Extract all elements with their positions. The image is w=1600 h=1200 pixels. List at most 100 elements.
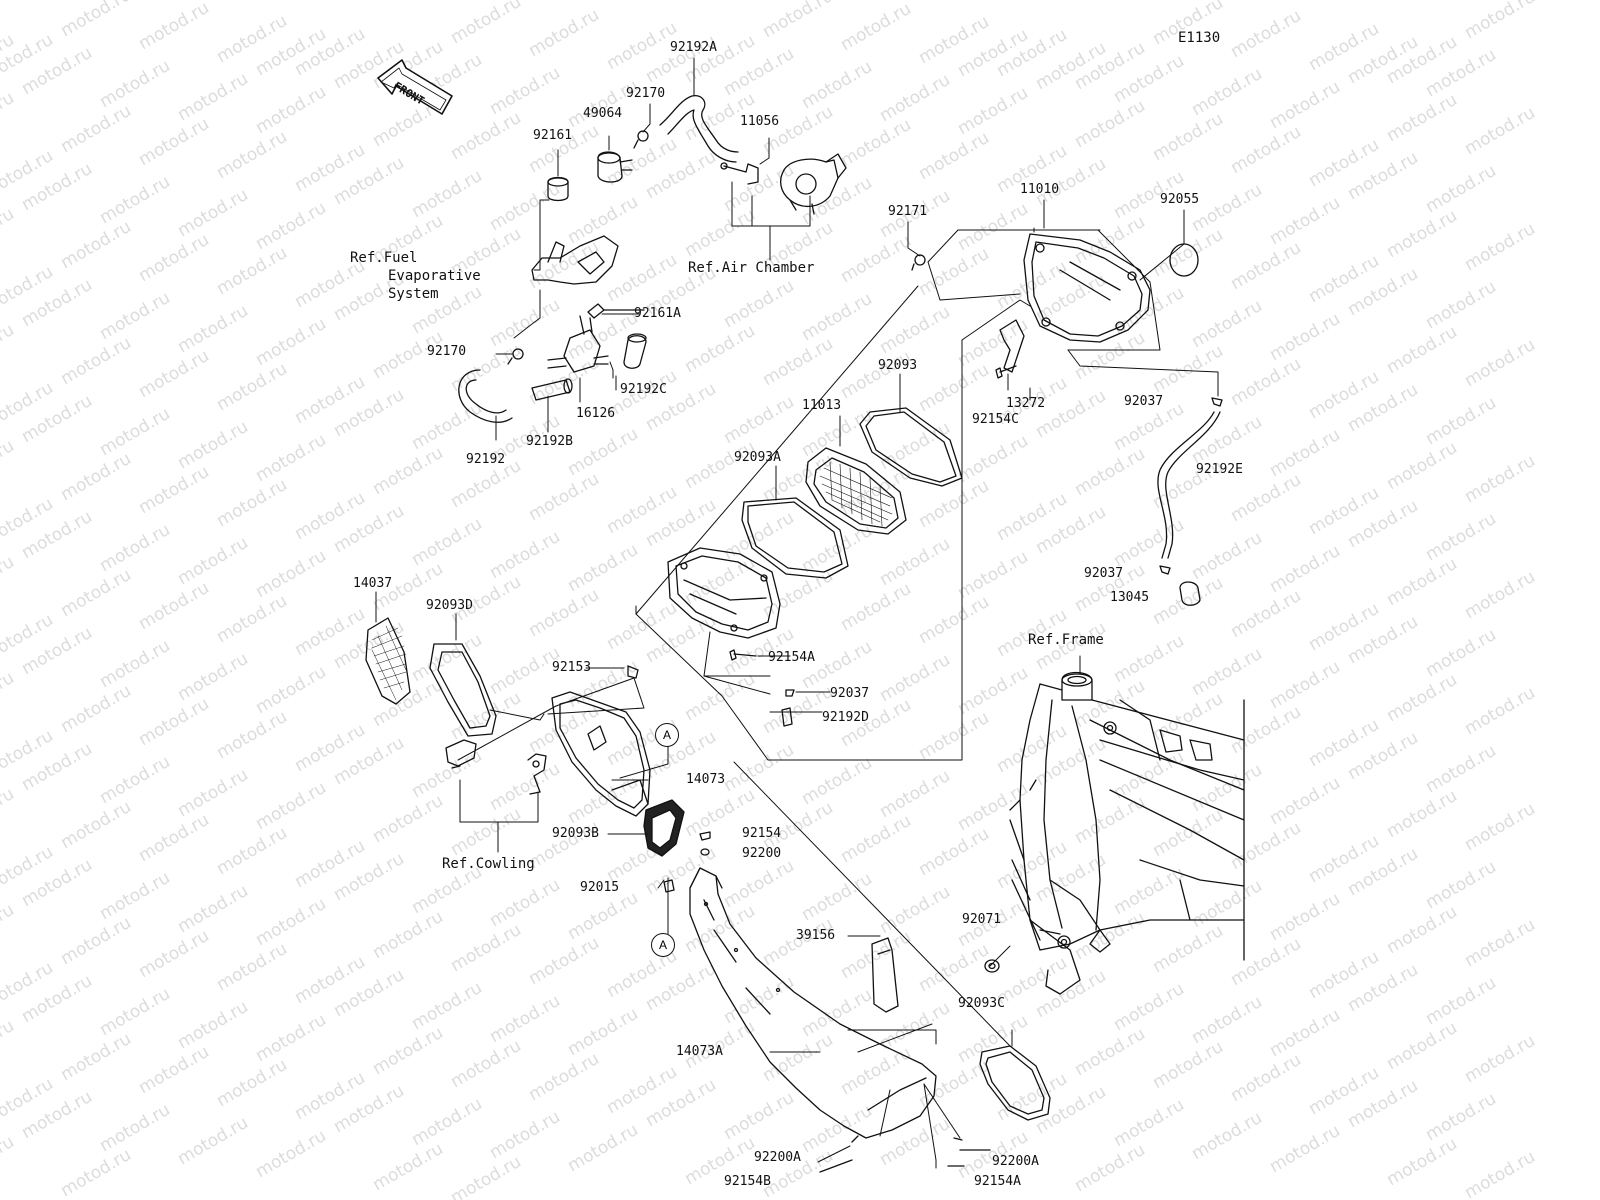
part-label-92200: 92200 <box>742 846 782 861</box>
airbox-cover-11010 <box>1023 233 1151 343</box>
bolt-92154 <box>699 831 711 841</box>
part-label-92161: 92161 <box>533 128 573 143</box>
part-label-92170-top: 92170 <box>626 86 666 101</box>
part-label-92037-a: 92037 <box>1124 394 1164 409</box>
bracket-fuel-evap <box>531 235 619 285</box>
ref-fuel-evap-line3: System <box>388 286 439 302</box>
callout-a-lower: A <box>651 933 675 957</box>
part-label-14037: 14037 <box>353 576 393 591</box>
part-label-92154B: 92154B <box>724 1174 771 1189</box>
part-label-14073: 14073 <box>686 772 726 787</box>
airbox-case <box>667 547 781 639</box>
hose-92192 <box>458 369 513 423</box>
nut-92015 <box>663 879 675 893</box>
part-label-39156: 39156 <box>796 928 836 943</box>
hose-end-92161 <box>547 176 569 202</box>
part-label-49064: 49064 <box>583 106 623 121</box>
part-label-92093D: 92093D <box>426 598 473 613</box>
clamp-92171 <box>911 254 926 271</box>
cowling-bracket-left <box>445 739 477 769</box>
hose-92192C <box>623 333 647 369</box>
hose-92192B <box>531 378 573 401</box>
part-label-11013: 11013 <box>802 398 842 413</box>
ref-cowling: Ref.Cowling <box>442 856 535 872</box>
cover-39156 <box>871 937 899 1013</box>
part-label-92093A: 92093A <box>734 450 781 465</box>
part-label-92037-b: 92037 <box>1084 566 1124 581</box>
part-label-92192B: 92192B <box>526 434 573 449</box>
tube-92192E <box>1157 411 1221 559</box>
clamp-92170-top <box>633 130 649 149</box>
part-label-92200A-left: 92200A <box>754 1150 801 1165</box>
hose-92192A <box>659 95 739 163</box>
part-label-92153: 92153 <box>552 660 592 675</box>
ref-frame: Ref.Frame <box>1028 632 1104 648</box>
part-label-14073A: 14073A <box>676 1044 723 1059</box>
front-arrow-icon <box>377 59 453 115</box>
part-label-92015: 92015 <box>580 880 620 895</box>
bracket-13272 <box>999 319 1025 373</box>
duct-seal-92093D <box>429 643 497 737</box>
part-label-13045: 13045 <box>1110 590 1150 605</box>
tube-92161A <box>587 303 645 319</box>
part-label-92093C: 92093C <box>958 996 1005 1011</box>
part-label-92055: 92055 <box>1160 192 1200 207</box>
filter-element-11013 <box>805 447 907 535</box>
clamp-92170-mid <box>507 348 524 365</box>
seal-92093C <box>979 1045 1051 1121</box>
part-label-92200A-right: 92200A <box>992 1154 1039 1169</box>
bolt-11056-bracket <box>720 162 759 185</box>
filter-49064 <box>597 151 633 183</box>
part-label-92192A: 92192A <box>670 40 717 55</box>
part-label-13272: 13272 <box>1006 396 1046 411</box>
part-label-92154C: 92154C <box>972 412 1019 427</box>
bolt-92154A-top <box>729 649 757 661</box>
gasket-92093A <box>741 497 849 579</box>
part-label-11056: 11056 <box>740 114 780 129</box>
part-label-92171: 92171 <box>888 204 928 219</box>
screen-14037 <box>365 617 411 705</box>
leader-lines-left <box>375 591 669 941</box>
plug-92192D <box>781 707 793 727</box>
washer-92071 <box>984 959 1000 973</box>
washer-92200 <box>700 848 710 856</box>
bolt-92154C <box>995 365 1017 379</box>
part-label-92093B: 92093B <box>552 826 599 841</box>
assembly-outline <box>635 199 1219 761</box>
part-label-16126: 16126 <box>576 406 616 421</box>
clamp-92037-b <box>1159 565 1171 575</box>
leader-lines-top <box>513 57 811 339</box>
ref-fuel-evap-line2: Evaporative <box>388 268 481 284</box>
leader-lines-mid-left <box>495 313 641 441</box>
part-label-92192D: 92192D <box>822 710 869 725</box>
oring-92055 <box>1169 243 1199 277</box>
clamp-92037-a <box>1211 397 1223 407</box>
part-label-11010: 11010 <box>1020 182 1060 197</box>
duct-14073 <box>551 691 651 817</box>
ref-air-chamber: Ref.Air Chamber <box>688 260 815 276</box>
part-label-92170-mid: 92170 <box>427 344 467 359</box>
leader-lines-middle <box>703 373 901 713</box>
valve-16126 <box>547 315 609 373</box>
part-label-92161A: 92161A <box>634 306 681 321</box>
clamp-92037-c <box>785 689 795 697</box>
duct-14073A <box>689 867 937 1139</box>
frame-illustration <box>1009 671 1245 995</box>
diagram-code: E1130 <box>1178 30 1221 46</box>
part-label-92154A-bottom: 92154A <box>974 1174 1021 1189</box>
part-label-92037-c: 92037 <box>830 686 870 701</box>
ref-fuel-evap-line1: Ref.Fuel <box>350 250 418 266</box>
part-label-92154A-top: 92154A <box>768 650 815 665</box>
cowling-bracket-right <box>527 753 547 795</box>
fastener-bottom <box>819 1135 991 1173</box>
leader-lines-lower <box>733 761 1013 1169</box>
valve-11056 <box>779 153 847 215</box>
duct-seal-92093B <box>643 799 685 857</box>
callout-a-upper: A <box>655 723 679 747</box>
part-label-92093: 92093 <box>878 358 918 373</box>
part-label-92192E: 92192E <box>1196 462 1243 477</box>
part-label-92154: 92154 <box>742 826 782 841</box>
part-label-92071: 92071 <box>962 912 1002 927</box>
cap-13045 <box>1179 581 1201 606</box>
